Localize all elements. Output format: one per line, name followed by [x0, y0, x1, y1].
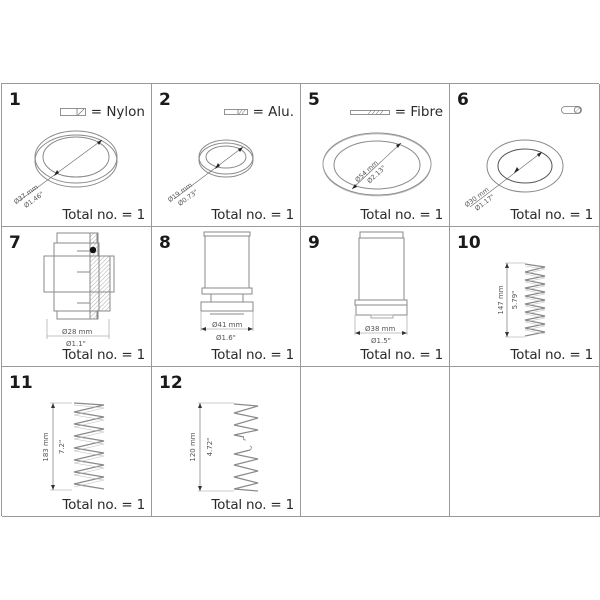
svg-text:Ø38 mm: Ø38 mm — [365, 325, 395, 333]
svg-text:Ø41 mm: Ø41 mm — [212, 321, 242, 329]
part-number: 12 — [159, 373, 183, 393]
total-count: Total no. = 1 — [360, 347, 443, 363]
svg-text:7.2": 7.2" — [58, 440, 66, 454]
total-count: Total no. = 1 — [211, 347, 294, 363]
svg-text:4.72": 4.72" — [206, 438, 214, 457]
svg-text:Ø1.1": Ø1.1" — [66, 340, 86, 348]
part-number: 6 — [457, 90, 469, 110]
total-count: Total no. = 1 — [62, 347, 145, 363]
total-count: Total no. = 1 — [360, 207, 443, 223]
part-cell-6: 6 Ø30 mm Ø1.17" Total no. = 1 — [450, 84, 600, 227]
material-legend: = Nylon — [59, 104, 145, 120]
ring-drawing: Ø37 mm Ø1.46" — [12, 130, 118, 210]
svg-text:120 mm: 120 mm — [189, 432, 197, 461]
spring-drawing: 120 mm 4.72" — [189, 402, 259, 492]
part-cell-12: 12 120 mm 4.72" Total no. = 1 — [152, 367, 301, 517]
armature-tube-drawing: Ø38 mm Ø1.5" — [354, 231, 408, 345]
svg-text:5.79": 5.79" — [511, 291, 519, 310]
part-number: 1 — [9, 90, 21, 110]
part-number: 9 — [308, 233, 320, 253]
part-cell-7: 7 Ø28 mm Ø1.1" Total no. = 1 — [2, 227, 152, 367]
svg-text:Ø1.6": Ø1.6" — [216, 334, 236, 342]
armature-drawing: Ø41 mm Ø1.6" — [200, 231, 254, 342]
total-count: Total no. = 1 — [62, 497, 145, 513]
material-label: = Alu. — [252, 104, 294, 120]
total-count: Total no. = 1 — [510, 207, 593, 223]
part-number: 5 — [308, 90, 320, 110]
part-cell-8: 8 Ø41 mm Ø1.6" Total no. = 1 — [152, 227, 301, 367]
part-cell-5: 5 = Fibre Ø54 mm Ø2.13" Total no. = 1 — [301, 84, 450, 227]
spring-drawing: 147 mm 5.79" — [497, 262, 546, 338]
material-legend — [561, 106, 583, 114]
material-label: = Fibre — [394, 104, 443, 120]
part-number: 11 — [9, 373, 33, 393]
part-cell-1: 1 = Nylon Ø37 mm Ø1.46" Total no. = 1 — [2, 84, 152, 227]
spring-drawing: 183 mm 7.2" — [42, 402, 105, 491]
alu-section-icon — [223, 109, 248, 115]
svg-text:147 mm: 147 mm — [497, 285, 505, 314]
part-number: 10 — [457, 233, 481, 253]
o-ring-drawing: Ø30 mm Ø1.17" — [463, 139, 564, 213]
part-cell-10: 10 147 mm 5.79" Total no. = 1 — [450, 227, 600, 367]
empty-cell — [450, 367, 600, 517]
spare-parts-grid: 1 = Nylon Ø37 mm Ø1.46" Total no. = 1 2 — [1, 83, 600, 517]
fibre-section-icon — [349, 109, 390, 115]
total-count: Total no. = 1 — [211, 207, 294, 223]
valve-insert-drawing: Ø28 mm Ø1.1" — [43, 232, 115, 348]
nylon-section-icon — [59, 108, 86, 116]
total-count: Total no. = 1 — [211, 497, 294, 513]
svg-text:183 mm: 183 mm — [42, 432, 50, 461]
total-count: Total no. = 1 — [62, 207, 145, 223]
material-legend: = Fibre — [349, 104, 443, 120]
material-label: = Nylon — [90, 104, 145, 120]
svg-text:Ø28 mm: Ø28 mm — [62, 328, 92, 336]
part-cell-11: 11 183 mm 7.2" Total no. = 1 — [2, 367, 152, 517]
part-number: 8 — [159, 233, 171, 253]
part-cell-9: 9 Ø38 mm Ø1.5" Total no. = 1 — [301, 227, 450, 367]
gasket-drawing: Ø54 mm Ø2.13" — [322, 132, 432, 197]
empty-cell — [301, 367, 450, 517]
total-count: Total no. = 1 — [510, 347, 593, 363]
o-ring-section-icon — [561, 106, 582, 114]
part-cell-2: 2 = Alu. Ø19 mm Ø0.73" Total no. = 1 — [152, 84, 301, 227]
svg-text:Ø1.5": Ø1.5" — [371, 337, 391, 345]
material-legend: = Alu. — [223, 104, 294, 120]
part-number: 2 — [159, 90, 171, 110]
ring-drawing: Ø19 mm Ø0.73" — [166, 139, 254, 208]
part-number: 7 — [9, 233, 21, 253]
